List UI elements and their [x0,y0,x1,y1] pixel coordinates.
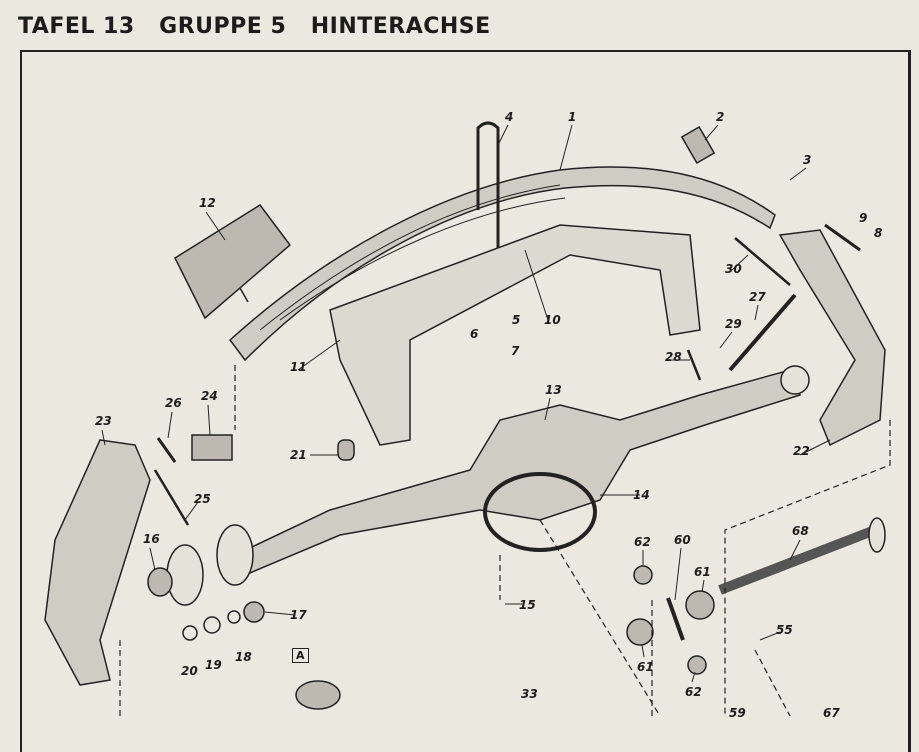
differential-gasket [483,472,597,552]
part-label: 7 [511,344,520,358]
part-label: 20 [181,664,198,678]
part-label: 10 [544,313,561,327]
spring-sleeve [174,203,292,320]
part-label: 29 [725,317,742,331]
bearing-a [295,680,341,710]
part-label: 33 [521,687,538,701]
pin-26 [156,437,177,463]
part-label: 61 [637,660,654,674]
part-label: 12 [199,196,216,210]
part-label: 13 [545,383,562,397]
spring-leaves [259,184,566,331]
leaf-spring [228,166,776,362]
part-label: 28 [665,350,682,364]
gear-61-right [685,590,715,620]
part-label: 15 [519,598,536,612]
bracket-left [44,439,151,686]
bearing-17 [243,601,265,623]
part-label: 30 [725,262,742,276]
plate-title: TAFEL 13 GRUPPE 5 HINTERACHSE [18,14,491,39]
part-label: 18 [235,650,252,664]
part-label: 8 [874,226,883,240]
part-label: 14 [633,488,650,502]
hub-flange [166,544,204,606]
exploded-diagram [44,121,891,716]
part-label: 9 [859,211,868,225]
bolt-9 [824,223,861,252]
part-label: 1 [568,110,577,124]
hub [147,567,173,597]
part-label: 25 [194,492,211,506]
washer-20 [182,625,198,641]
gear-61-left [626,618,654,646]
bushing-2 [680,125,716,165]
shaft-flange [868,517,886,553]
arrow [239,287,249,303]
spring-seat-frame [329,224,701,446]
part-label: 27 [749,290,766,304]
part-label: 24 [201,389,218,403]
part-label: 11 [290,360,307,374]
bolt-25 [153,469,190,526]
part-label: 59 [729,706,746,720]
axle-housing [233,369,801,576]
gear-62-bottom [687,655,707,675]
drawing-frame [20,50,911,752]
bolt-28 [686,349,702,381]
part-label: 17 [290,608,307,622]
part-label: 26 [165,396,182,410]
part-label: 62 [685,685,702,699]
pin-60 [666,597,685,641]
u-bolt [476,121,500,290]
part-label: 61 [694,565,711,579]
shock-absorber-27 [728,293,797,372]
part-label: 67 [823,706,840,720]
axle-shaft [718,525,877,595]
leader-lines [101,124,831,683]
detail-marker-a: A [292,648,309,663]
flange-left [216,524,254,586]
rod-30 [734,237,791,286]
part-label: 22 [793,444,810,458]
washer-19 [203,616,221,634]
part-label: 4 [505,110,514,124]
part-label: 23 [95,414,112,428]
part-label: 55 [776,623,793,637]
housing-flange [780,365,810,395]
part-label: 5 [512,313,521,327]
bump-stop-21 [337,439,355,461]
part-label: 68 [792,524,809,538]
part-label: 60 [674,533,691,547]
gear-62-top [633,565,653,585]
part-label: 62 [634,535,651,549]
bracket-right [778,229,886,447]
plate-24 [191,434,233,461]
part-label: 19 [205,658,222,672]
part-label: 16 [143,532,160,546]
washer-18 [227,610,241,624]
part-label: 6 [470,327,479,341]
assembly-lines [119,365,891,716]
part-label: 3 [803,153,812,167]
part-label: 21 [290,448,307,462]
part-label: 2 [716,110,725,124]
